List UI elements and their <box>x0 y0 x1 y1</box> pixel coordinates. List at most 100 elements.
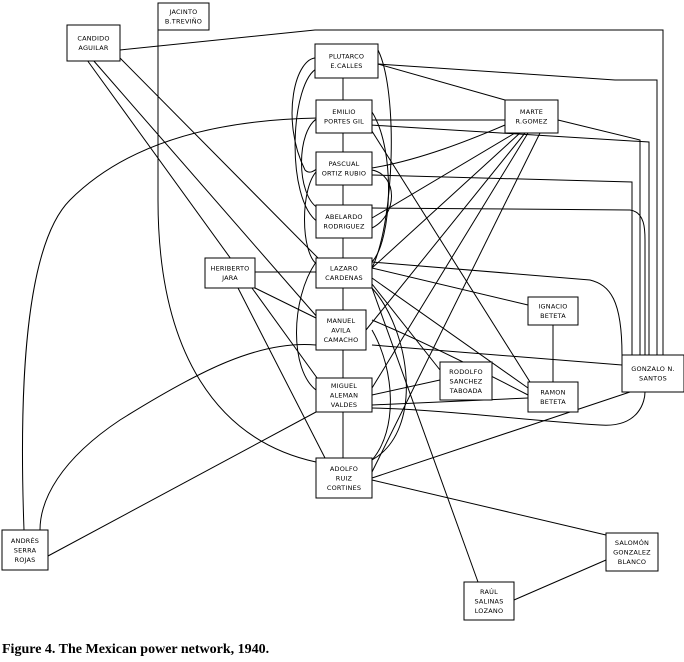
node-box-andres <box>1 529 49 571</box>
edge-calles-gonzalo <box>377 63 658 355</box>
edge-marte-manuel <box>365 132 526 331</box>
node-box-ignacio <box>527 296 579 326</box>
node-box-calles <box>314 43 379 79</box>
node-box-ortiz <box>315 151 373 186</box>
edge-jacinto-adolfo <box>157 30 317 463</box>
edge-lazaro-ramon <box>371 277 529 389</box>
edge-candido-miguel <box>86 59 321 383</box>
node-label-marte: R.GOMEZ <box>515 118 547 126</box>
edge-lazaro-rodolfo <box>371 283 441 371</box>
edge-marte-adolfo <box>371 132 541 473</box>
node-label-portes: EMILIO <box>332 108 356 116</box>
network-edges <box>21 29 664 601</box>
node-box-marte <box>504 99 559 134</box>
edge-miguel-rodolfo <box>371 379 441 396</box>
node-label-manuel: CAMACHO <box>324 336 359 344</box>
node-marte: MARTE R.GOMEZ <box>504 99 559 134</box>
node-ortiz: PASCUAL ORTIZ RUBIO <box>315 151 373 186</box>
node-label-heriberto: HERIBERTO <box>211 265 250 273</box>
node-label-raul: SALINAS <box>474 597 503 605</box>
node-label-gonzalo: GONZALO N. <box>631 365 674 373</box>
edge-manuel-adolfo-loop <box>371 329 391 461</box>
node-label-andres: ANDRÉS <box>11 536 39 545</box>
node-label-ramon: RAMON <box>540 389 565 397</box>
edge-marte-lazaro <box>371 132 521 269</box>
edge-adolfo-gonzalo <box>371 391 631 479</box>
node-label-candido: AGUILAR <box>78 44 108 52</box>
edge-marte-ortiz <box>371 124 506 169</box>
edge-marte-miguel <box>371 132 529 389</box>
node-label-abelardo: RODRIGUEZ <box>323 223 365 231</box>
node-box-portes <box>315 99 373 134</box>
node-label-gonzalo: SANTOS <box>639 375 667 383</box>
node-box-ramon <box>527 381 579 413</box>
edge-heriberto-adolfo <box>237 287 326 459</box>
node-box-adolfo <box>315 457 373 499</box>
edge-calles-abelardo-loop <box>294 67 319 223</box>
edge-manuel-gonzalo <box>371 344 623 366</box>
node-box-rodolfo <box>439 361 493 401</box>
edge-manuel-ramon <box>371 319 529 396</box>
figure-caption: Figure 4. The Mexican power network, 194… <box>2 642 270 657</box>
edge-lazaro-gonzalo <box>371 261 623 356</box>
edge-lazaro-raul <box>371 287 479 583</box>
node-label-ignacio: BETETA <box>540 312 566 320</box>
node-label-adolfo: CORTINES <box>327 484 361 492</box>
node-label-manuel: AVILA <box>331 326 351 334</box>
node-label-miguel: VALDES <box>331 401 358 409</box>
node-label-raul: RAÚL <box>480 587 498 596</box>
edge-ortiz-abelardo-loop <box>371 169 392 229</box>
edge-ortiz-gonzalo <box>371 174 633 355</box>
edge-ortiz-lazaro-loop <box>304 169 319 266</box>
node-label-calles: PLUTARCO <box>329 53 364 61</box>
node-box-candido <box>66 24 121 62</box>
node-label-marte: MARTE <box>520 108 543 116</box>
node-label-raul: LOZANO <box>475 607 504 615</box>
node-box-raul <box>463 581 515 621</box>
node-label-salomon: GONZALEZ <box>613 548 651 556</box>
node-label-andres: ROJAS <box>14 556 35 564</box>
node-label-ramon: BETETA <box>540 398 566 406</box>
node-label-rodolfo: SANCHEZ <box>450 377 483 385</box>
edge-lazaro-miguel-loop <box>296 261 317 391</box>
node-label-salomon: BLANCO <box>618 558 646 566</box>
node-label-rodolfo: RODOLFO <box>449 368 483 376</box>
node-label-calles: E.CALLES <box>330 62 362 70</box>
node-label-lazaro: LAZARO <box>330 265 358 273</box>
edge-portes-abelardo-loop <box>301 117 319 209</box>
node-box-manuel <box>315 309 367 351</box>
edge-portes-ramon <box>369 127 531 383</box>
node-label-ignacio: IGNACIO <box>538 303 567 311</box>
edge-manuel-andres <box>39 343 317 531</box>
edge-adolfo-salomon <box>371 479 607 536</box>
node-label-manuel: MANUEL <box>327 317 356 325</box>
node-label-ortiz: ORTIZ RUBIO <box>322 170 367 178</box>
edge-heriberto-manuel <box>254 287 317 319</box>
node-box-jacinto <box>157 2 210 31</box>
edge-portes-gonzalo <box>369 124 650 355</box>
node-box-lazaro <box>315 257 373 289</box>
node-box-miguel <box>315 377 373 413</box>
edge-lazaro-adolfo-loop <box>371 287 407 461</box>
edge-miguel-ramon <box>371 397 529 406</box>
node-label-portes: PORTES GIL <box>324 118 364 126</box>
node-label-andres: SERRA <box>14 546 37 554</box>
node-box-heriberto <box>204 257 256 289</box>
edge-salomon-raul <box>513 559 607 601</box>
node-gonzalo: GONZALO N. SANTOS <box>621 354 684 393</box>
node-label-rodolfo: TABOADA <box>449 387 483 395</box>
node-label-ortiz: PASCUAL <box>329 160 360 168</box>
node-label-adolfo: ADOLFO <box>330 465 358 473</box>
edge-calles-ortiz-loop <box>291 57 319 173</box>
edge-candido-gonzalo <box>119 29 664 355</box>
node-label-lazaro: CARDENAS <box>325 274 363 282</box>
node-label-miguel: MIGUEL <box>331 382 357 390</box>
